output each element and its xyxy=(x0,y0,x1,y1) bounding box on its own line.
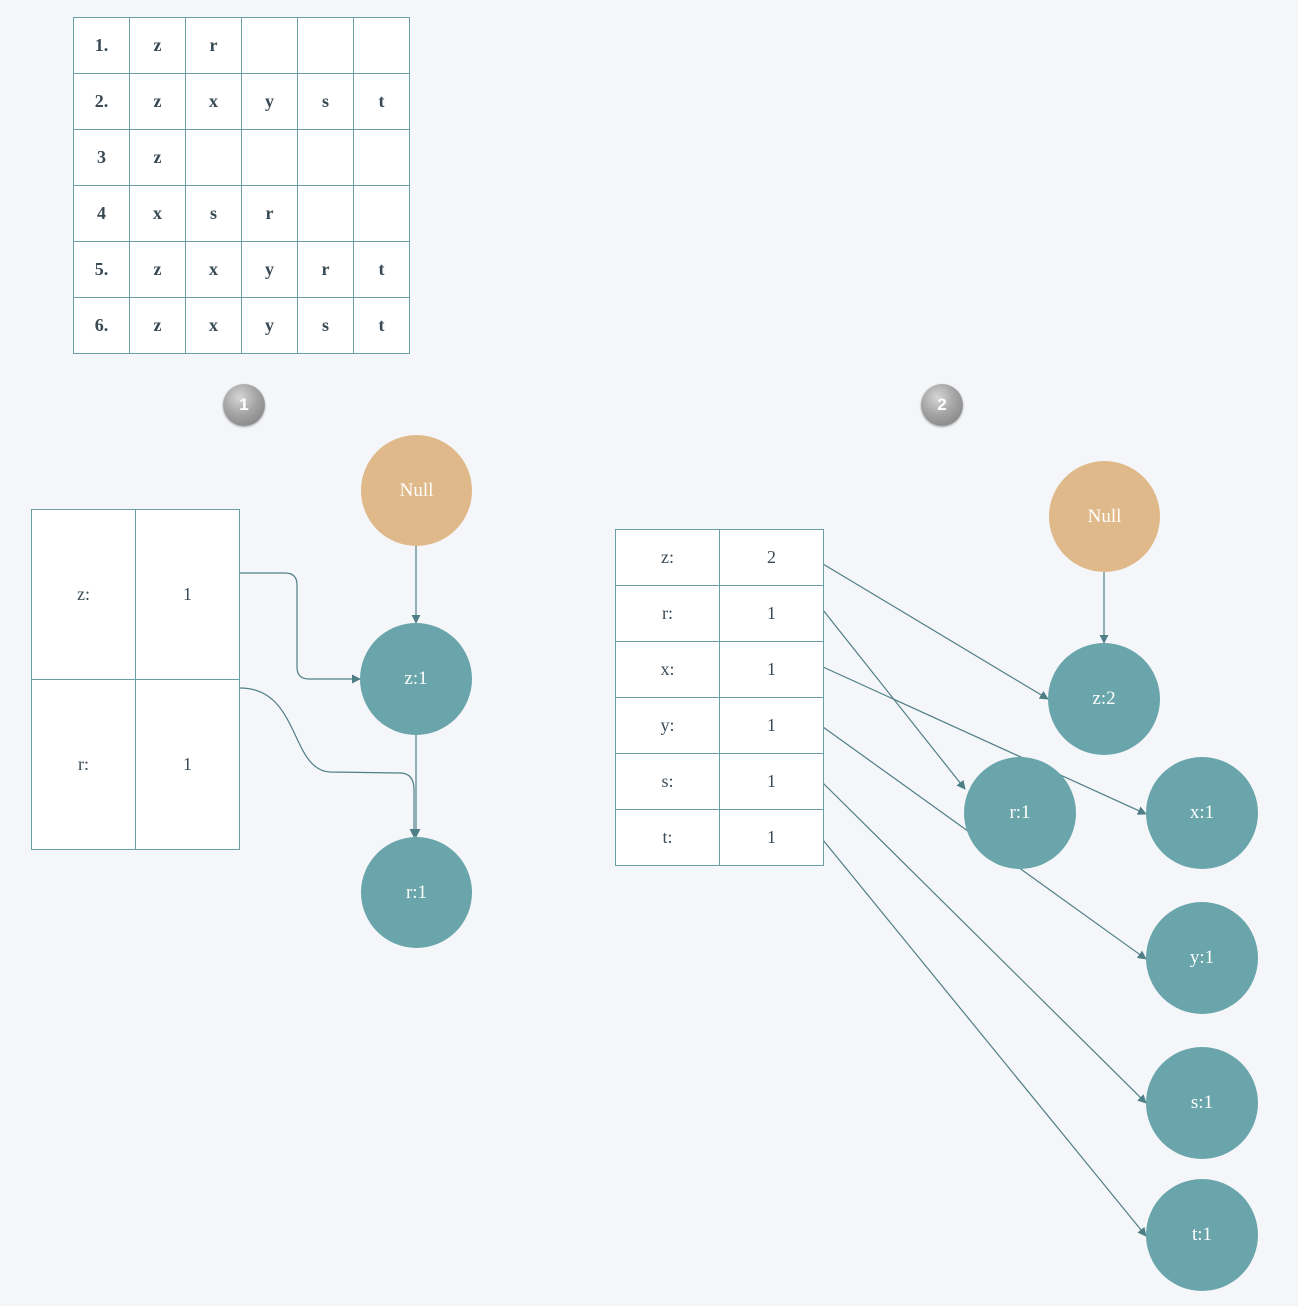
transaction-id: 5. xyxy=(73,241,130,298)
header-item: r: xyxy=(615,585,720,642)
header-item: r: xyxy=(31,679,136,850)
null-root-node-step2: Null xyxy=(1049,461,1160,572)
tree-node-x-step2: x:1 xyxy=(1146,757,1258,869)
tree-node-r-step1: r:1 xyxy=(361,837,472,948)
header-item: z: xyxy=(615,529,720,586)
transaction-id: 1. xyxy=(73,17,130,74)
header-row: z: 1 xyxy=(31,509,240,680)
transaction-item: s xyxy=(185,185,242,242)
header-row: y: 1 xyxy=(615,697,824,754)
transaction-item xyxy=(185,129,242,186)
header-count: 1 xyxy=(719,697,824,754)
transaction-item xyxy=(353,17,410,74)
transaction-item xyxy=(241,129,298,186)
header-count: 1 xyxy=(135,679,240,850)
transaction-item: x xyxy=(185,241,242,298)
transaction-item xyxy=(297,129,354,186)
header-row: t: 1 xyxy=(615,809,824,866)
transaction-item: r xyxy=(297,241,354,298)
transaction-item: r xyxy=(241,185,298,242)
transaction-item: t xyxy=(353,297,410,354)
transaction-item: s xyxy=(297,73,354,130)
transaction-item: y xyxy=(241,241,298,298)
transaction-item: z xyxy=(129,17,186,74)
transaction-item: y xyxy=(241,73,298,130)
transaction-item: x xyxy=(129,185,186,242)
tree-node-r-step2: r:1 xyxy=(964,757,1076,869)
header-item: s: xyxy=(615,753,720,810)
transaction-item: y xyxy=(241,297,298,354)
tree-node-t-step2: t:1 xyxy=(1146,1179,1258,1291)
header-count: 2 xyxy=(719,529,824,586)
link-header-r-step1 xyxy=(239,687,419,838)
header-table-step1: z: 1 r: 1 xyxy=(31,509,240,850)
header-item: y: xyxy=(615,697,720,754)
transaction-item: z xyxy=(129,129,186,186)
header-row: x: 1 xyxy=(615,641,824,698)
step-badge-1: 1 xyxy=(223,384,265,426)
link-header-t-step2 xyxy=(822,839,1147,1237)
link-header-s-step2 xyxy=(822,782,1147,1104)
transaction-item xyxy=(353,129,410,186)
header-item: t: xyxy=(615,809,720,866)
transaction-item: z xyxy=(129,241,186,298)
header-count: 1 xyxy=(719,641,824,698)
transaction-item xyxy=(297,17,354,74)
step-badge-2: 2 xyxy=(921,384,963,426)
transaction-item: s xyxy=(297,297,354,354)
header-item: x: xyxy=(615,641,720,698)
transaction-id: 6. xyxy=(73,297,130,354)
transaction-item xyxy=(297,185,354,242)
transaction-item xyxy=(241,17,298,74)
tree-node-z-step2: z:2 xyxy=(1048,643,1160,755)
header-table-step2: z: 2 r: 1 x: 1 y: 1 s: 1 t: 1 xyxy=(615,529,824,866)
link-header-x-step2 xyxy=(822,666,1147,815)
link-header-z-step1 xyxy=(240,572,361,684)
tree-node-y-step2: y:1 xyxy=(1146,902,1258,1014)
transaction-id: 4 xyxy=(73,185,130,242)
header-count: 1 xyxy=(719,585,824,642)
link-header-z-step2 xyxy=(822,563,1049,700)
header-count: 1 xyxy=(719,753,824,810)
header-row: r: 1 xyxy=(615,585,824,642)
null-root-node-step1: Null xyxy=(361,435,472,546)
transaction-id: 2. xyxy=(73,73,130,130)
transaction-id: 3 xyxy=(73,129,130,186)
header-row: s: 1 xyxy=(615,753,824,810)
transaction-item xyxy=(353,185,410,242)
transaction-item: x xyxy=(185,297,242,354)
header-count: 1 xyxy=(719,809,824,866)
tree-node-s-step2: s:1 xyxy=(1146,1047,1258,1159)
transaction-item: z xyxy=(129,297,186,354)
header-row: z: 2 xyxy=(615,529,824,586)
transaction-item: r xyxy=(185,17,242,74)
header-count: 1 xyxy=(135,509,240,680)
transaction-item: t xyxy=(353,241,410,298)
header-item: z: xyxy=(31,509,136,680)
tree-node-z-step1: z:1 xyxy=(360,623,472,735)
transaction-item: x xyxy=(185,73,242,130)
header-row: r: 1 xyxy=(31,679,240,850)
transaction-item: t xyxy=(353,73,410,130)
transaction-item: z xyxy=(129,73,186,130)
